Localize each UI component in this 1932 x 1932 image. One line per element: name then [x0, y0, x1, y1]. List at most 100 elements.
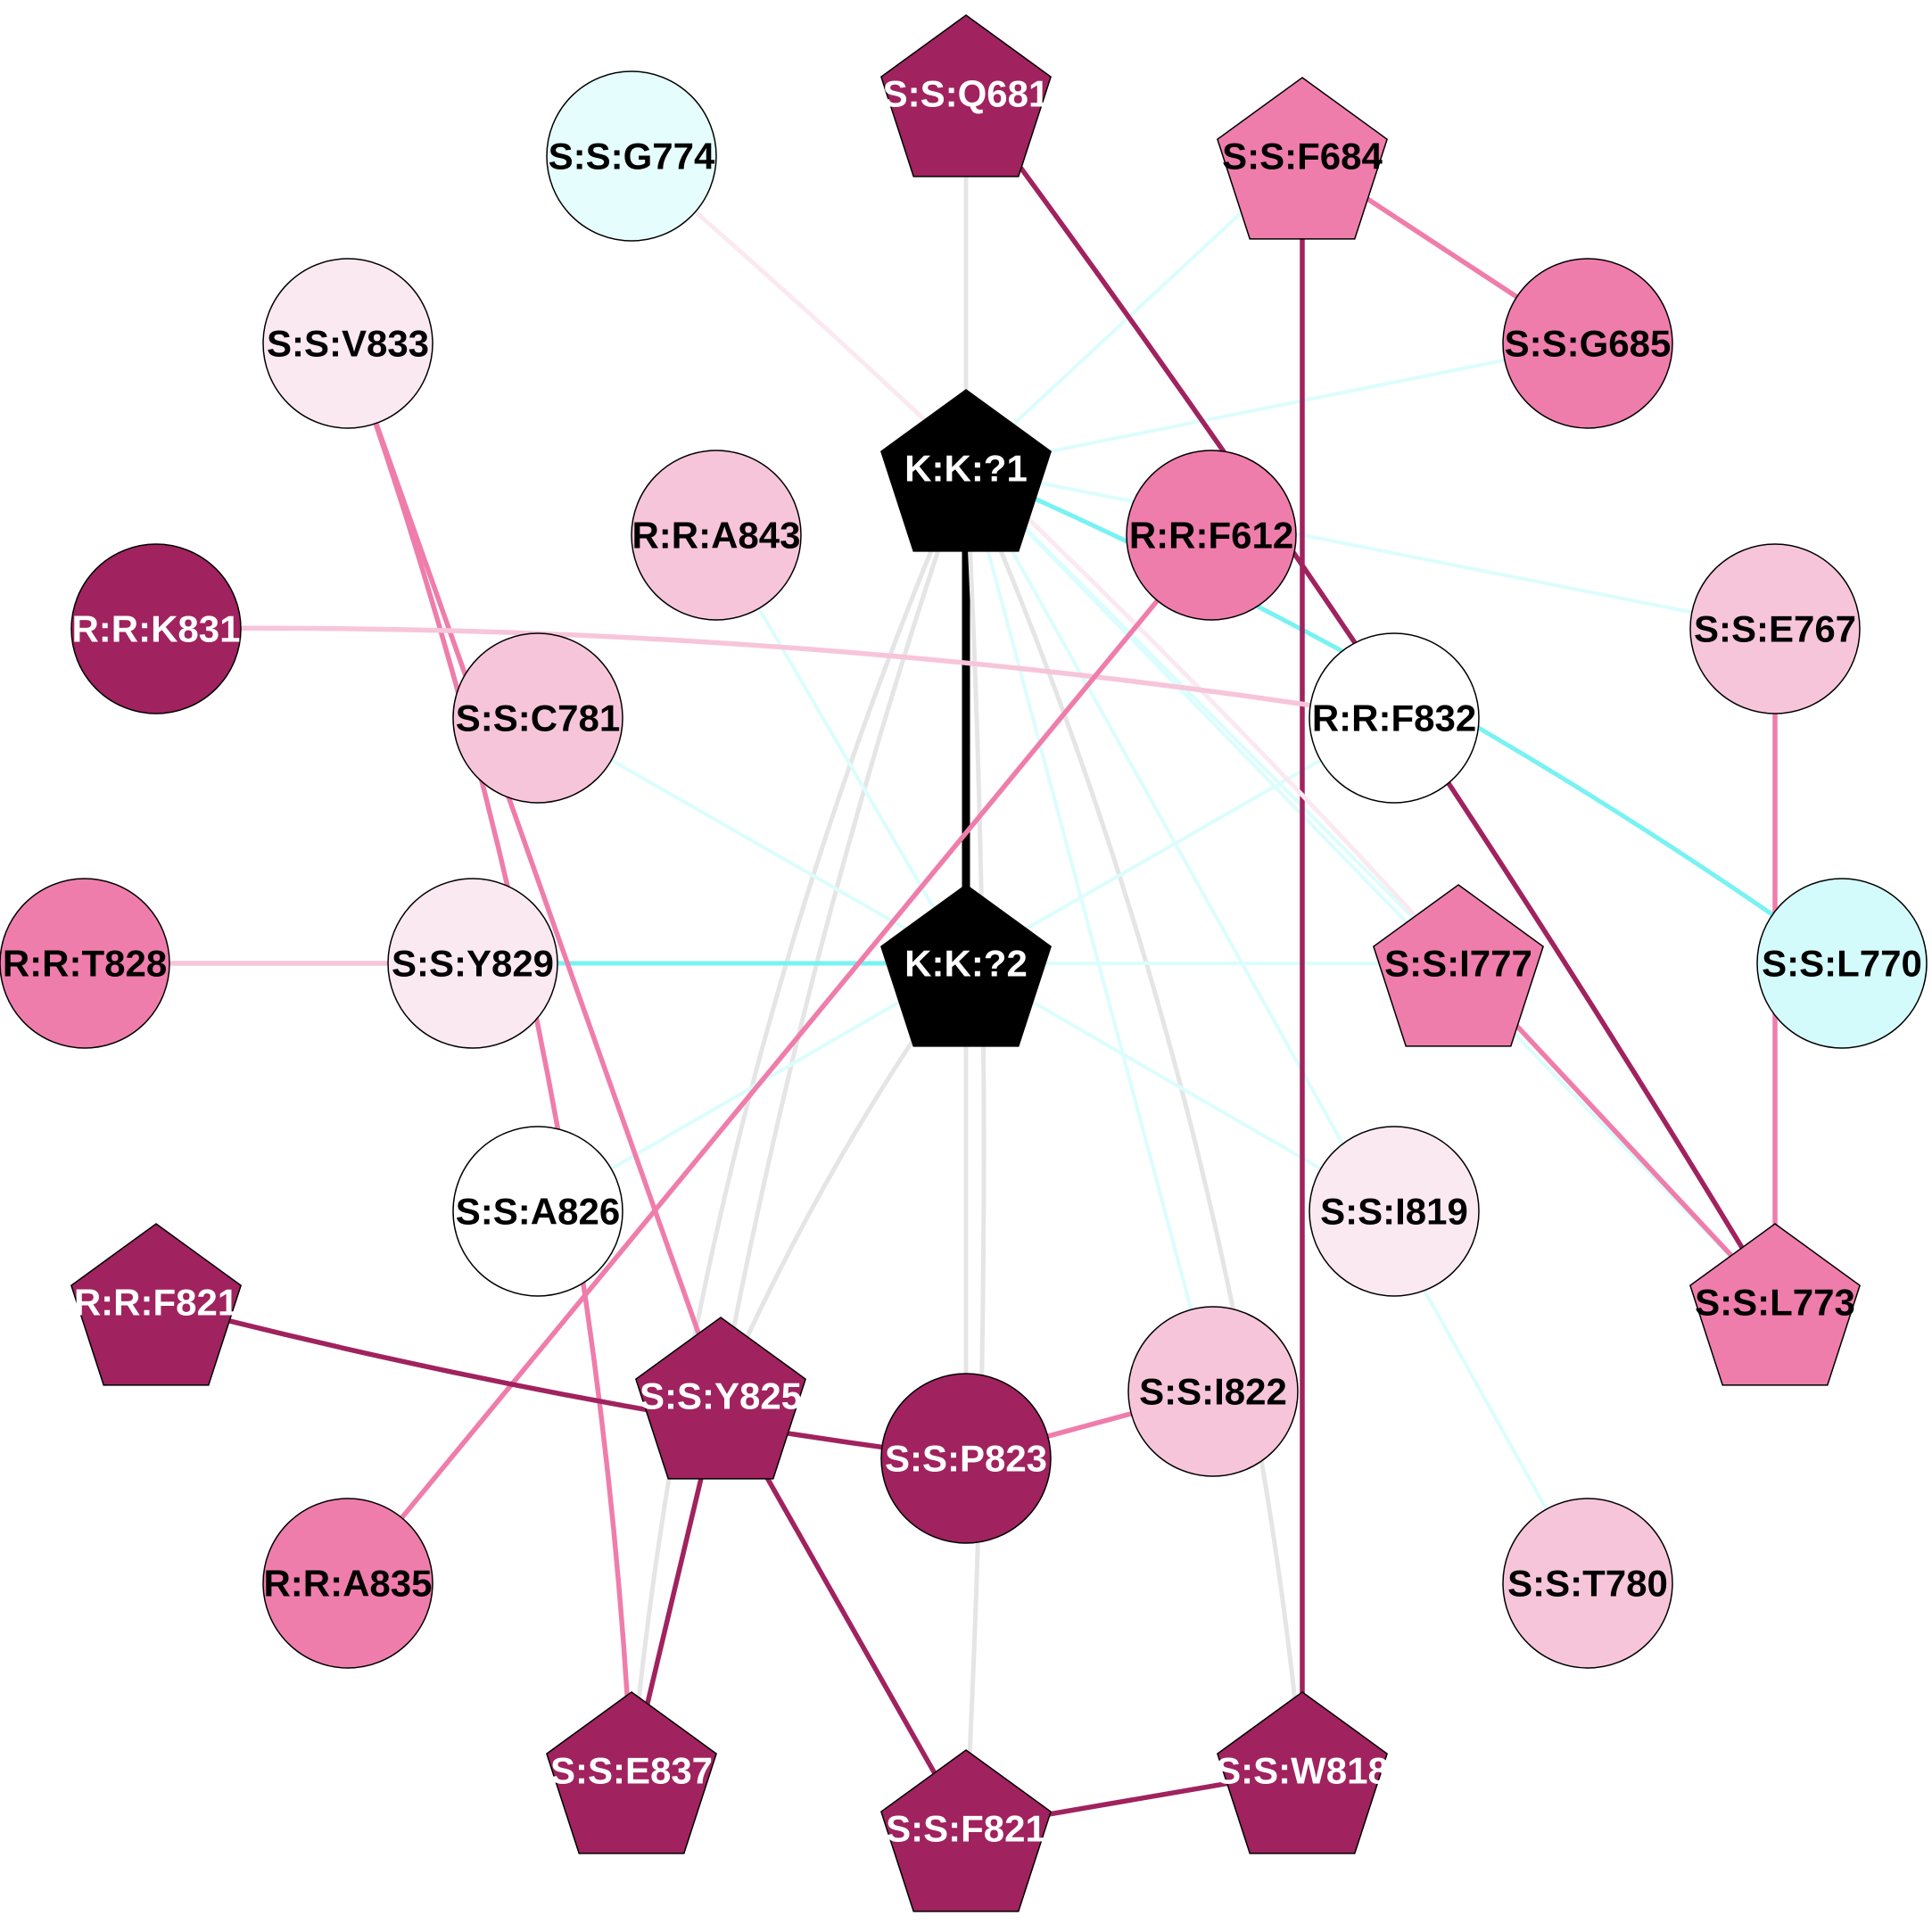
node-circle: [1309, 632, 1480, 804]
node-circle: [1502, 258, 1673, 429]
node-label: S:S:I819: [1320, 1191, 1468, 1233]
node-pentagon: [635, 1317, 806, 1480]
node-e837[interactable]: S:S:E837: [546, 1691, 717, 1854]
node-label: R:R:F612: [1129, 515, 1293, 557]
edge-k831-f832: [153, 625, 1397, 721]
node-pentagon: [546, 1691, 717, 1854]
node-w818[interactable]: S:S:W818: [1216, 1691, 1389, 1854]
node-label: S:S:E837: [550, 1750, 713, 1792]
node-label: S:S:Q681: [883, 73, 1050, 115]
node-circle: [546, 70, 717, 242]
node-pentagon: [880, 1749, 1052, 1912]
node-circle: [1502, 1498, 1673, 1669]
edge-v833-y825: [345, 341, 723, 1399]
node-label: S:S:L770: [1762, 943, 1922, 985]
node-sf821[interactable]: S:S:F821: [880, 1749, 1052, 1912]
node-rf821[interactable]: R:R:F821: [70, 1223, 242, 1386]
edge-rf821-p823: [153, 1300, 969, 1461]
node-label: R:R:A835: [263, 1563, 432, 1605]
edge-f612-a835: [345, 533, 1214, 1586]
edge-k1-t780: [964, 466, 1589, 1585]
node-circle: [1127, 1306, 1299, 1477]
node-pentagon: [70, 1223, 242, 1386]
edge-k1-y825: [718, 466, 969, 1399]
node-label: S:S:I777: [1384, 943, 1532, 985]
edge-k1-e767: [964, 466, 1777, 631]
node-label: S:S:G774: [549, 136, 715, 178]
node-k831[interactable]: R:R:K831: [70, 543, 242, 714]
node-l773[interactable]: S:S:L773: [1689, 1223, 1861, 1386]
node-f612[interactable]: R:R:F612: [1126, 450, 1297, 621]
node-t780[interactable]: S:S:T780: [1502, 1498, 1673, 1669]
node-label: S:S:I822: [1139, 1371, 1287, 1413]
node-circle: [1689, 543, 1861, 714]
node-circle: [0, 878, 170, 1049]
node-label: S:S:L773: [1695, 1282, 1855, 1324]
node-label: R:R:T828: [3, 943, 167, 985]
node-g774[interactable]: S:S:G774: [546, 70, 717, 242]
node-g685[interactable]: S:S:G685: [1502, 258, 1673, 429]
node-circle: [631, 450, 802, 621]
node-t828[interactable]: R:R:T828: [0, 878, 170, 1049]
edge-k1-sf821: [963, 466, 987, 1831]
node-circle: [1756, 878, 1928, 1049]
node-pentagon: [880, 884, 1052, 1047]
edge-k1-i777: [964, 466, 1460, 965]
edge-g774-i777: [629, 153, 1461, 966]
node-circle: [1126, 450, 1297, 621]
node-circle: [262, 1498, 433, 1669]
node-y829[interactable]: S:S:Y829: [387, 878, 558, 1049]
node-y825[interactable]: S:S:Y825: [635, 1317, 806, 1480]
node-circle: [452, 1126, 623, 1297]
node-pentagon: [880, 14, 1052, 178]
node-f832[interactable]: R:R:F832: [1309, 632, 1480, 804]
node-label: K:K:?1: [904, 448, 1028, 490]
node-label: S:S:P823: [885, 1438, 1047, 1480]
node-a843[interactable]: R:R:A843: [631, 450, 802, 621]
node-a826[interactable]: S:S:A826: [452, 1126, 623, 1297]
node-circle: [880, 1373, 1052, 1544]
node-i819[interactable]: S:S:I819: [1309, 1126, 1480, 1297]
node-label: S:S:F684: [1222, 136, 1383, 178]
node-label: R:R:F832: [1312, 698, 1476, 739]
node-pentagon: [1217, 1691, 1388, 1854]
node-label: K:K:?2: [904, 943, 1028, 985]
node-label: S:S:Y825: [640, 1375, 802, 1417]
edge-k1-e837: [629, 466, 969, 1773]
node-f684[interactable]: S:S:F684: [1217, 77, 1388, 240]
node-k2[interactable]: K:K:?2: [880, 884, 1052, 1047]
node-label: S:S:V833: [267, 323, 429, 365]
node-l770[interactable]: S:S:L770: [1756, 878, 1928, 1049]
node-label: S:S:E767: [1694, 608, 1856, 650]
edge-k1-i822: [964, 466, 1215, 1393]
node-circle: [70, 543, 242, 714]
node-label: S:S:C781: [456, 698, 620, 739]
node-label: S:S:G685: [1505, 323, 1672, 365]
edge-k1-g685: [964, 342, 1589, 470]
node-circle: [262, 258, 433, 429]
node-q681[interactable]: S:S:Q681: [880, 14, 1052, 178]
node-label: S:S:T780: [1507, 1563, 1668, 1605]
node-circle: [452, 632, 623, 804]
node-e767[interactable]: S:S:E767: [1689, 543, 1861, 714]
node-c781[interactable]: S:S:C781: [452, 632, 623, 804]
node-k1[interactable]: K:K:?1: [880, 389, 1052, 552]
node-a835[interactable]: R:R:A835: [262, 1498, 433, 1669]
node-label: R:R:F821: [74, 1282, 238, 1324]
node-i822[interactable]: S:S:I822: [1127, 1306, 1299, 1477]
node-circle: [1309, 1126, 1480, 1297]
node-circle: [387, 878, 558, 1049]
node-v833[interactable]: S:S:V833: [262, 258, 433, 429]
edge-k1-w818: [963, 466, 1305, 1773]
node-p823[interactable]: S:S:P823: [880, 1373, 1052, 1544]
node-pentagon: [1373, 884, 1544, 1047]
node-i777[interactable]: S:S:I777: [1373, 884, 1544, 1047]
node-pentagon: [1217, 77, 1388, 240]
node-label: S:S:A826: [456, 1191, 620, 1233]
edge-v833-e837: [345, 341, 634, 1773]
node-label: S:S:Y829: [392, 943, 554, 985]
node-pentagon: [880, 389, 1052, 552]
node-label: S:S:W818: [1216, 1750, 1389, 1792]
